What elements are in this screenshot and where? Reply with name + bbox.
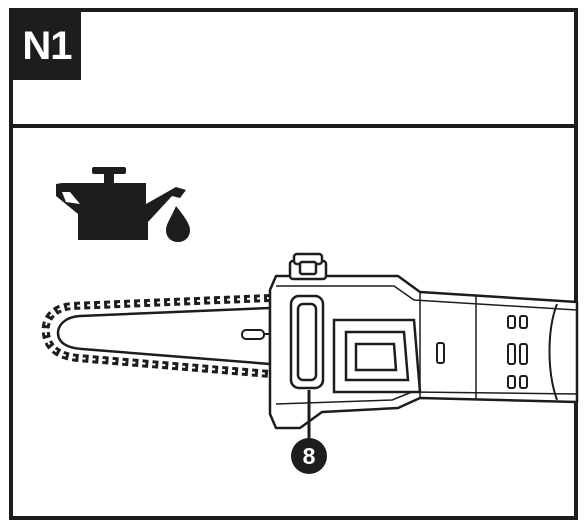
oil-level-window bbox=[289, 294, 325, 390]
header-band: N1 bbox=[13, 12, 574, 128]
oil-tank-cap bbox=[288, 252, 328, 281]
instruction-panel: N1 bbox=[9, 8, 578, 520]
saw-chain bbox=[41, 294, 271, 378]
guide-bar bbox=[56, 306, 272, 366]
callout-badge bbox=[291, 438, 327, 474]
step-badge: N1 bbox=[13, 12, 81, 80]
callout-number: 8 bbox=[303, 443, 316, 469]
handle-grip bbox=[332, 318, 422, 394]
vent-slots bbox=[436, 315, 528, 389]
oil-can-icon bbox=[56, 167, 190, 242]
